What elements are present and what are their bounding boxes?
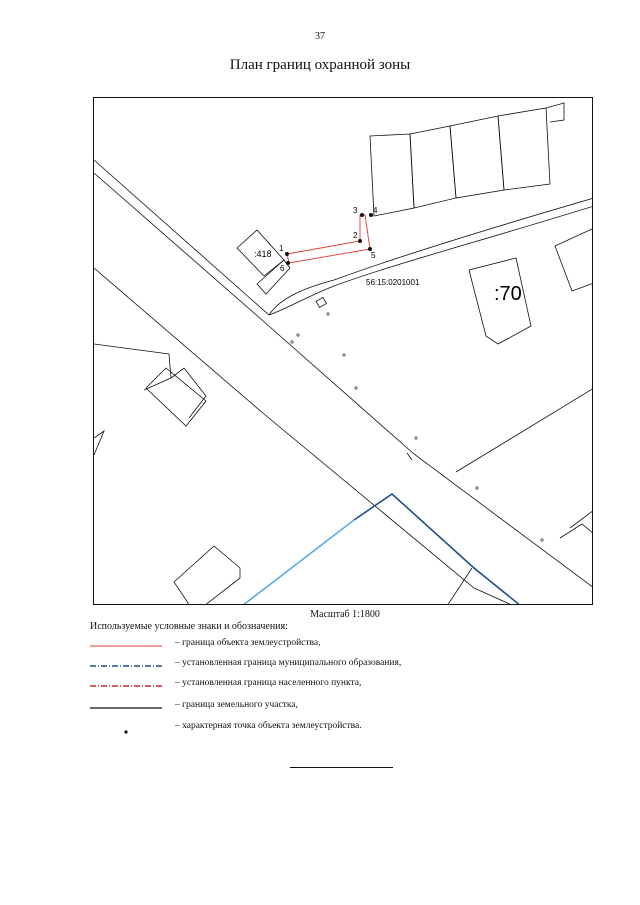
legend-text: – установленная граница муниципального о… — [175, 658, 402, 668]
small-structure — [315, 296, 328, 309]
building-top-5 — [545, 102, 565, 123]
scatter-point — [354, 386, 358, 390]
point-label-2: 2 — [353, 231, 358, 240]
legend-text: – граница объекта землеустройства, — [175, 638, 321, 648]
road-edge-lower — [94, 267, 511, 604]
legend-item: – граница объекта землеустройства, — [0, 636, 640, 652]
parcel-left-2 — [170, 367, 207, 419]
signature-line — [290, 767, 393, 768]
building-418-b — [256, 259, 291, 295]
point-label-3: 3 — [353, 206, 358, 215]
building-top-3 — [449, 115, 505, 199]
point-5 — [368, 247, 372, 251]
scatter-point — [540, 538, 544, 542]
point-4 — [369, 213, 373, 217]
point-label-5: 5 — [371, 251, 376, 260]
building-top-4 — [497, 107, 551, 191]
legend-blue-dash-dot-swatch — [90, 665, 162, 667]
page-title: План границ охранной зоны — [229, 57, 411, 73]
page-number: 37 — [315, 31, 325, 42]
point-3 — [360, 213, 364, 217]
label-parcel-70: :70 — [494, 283, 522, 305]
legend-text: – граница земельного участка, — [175, 700, 298, 710]
map-scale: Масштаб 1:1800 — [310, 609, 380, 620]
point-6 — [286, 261, 290, 265]
point-label-6: 6 — [280, 264, 285, 273]
scatter-point — [342, 353, 346, 357]
legend-point-swatch — [124, 730, 128, 734]
parcel-left-3 — [94, 429, 105, 456]
legend-title: Используемые условные знаки и обозначени… — [90, 621, 288, 632]
legend-red-dash-dot-swatch — [90, 685, 162, 687]
scatter-point — [296, 333, 300, 337]
road-tick — [406, 452, 413, 461]
parcel-bottom-right — [455, 388, 592, 473]
legend-item: – характерная точка объекта землеустройс… — [0, 719, 640, 735]
building-top-1 — [369, 133, 415, 217]
point-labels: 1 2 3 4 5 6 — [279, 206, 378, 273]
label-quarter: 56:15:0201001 — [366, 278, 420, 287]
scattered-points — [290, 312, 544, 542]
map-linework — [94, 102, 592, 604]
parcel-bottom-right-2 — [569, 511, 592, 529]
municipal-boundary-dark — [353, 492, 520, 604]
map-frame: :418 :70 56:15:0201001 1 2 3 4 5 6 — [93, 97, 593, 605]
road-edge-upper — [94, 159, 592, 316]
building-70 — [468, 257, 532, 345]
legend-text: – установленная граница населенного пунк… — [175, 678, 362, 688]
parcel-bottom-right-3 — [559, 523, 592, 539]
label-parcel-418: :418 — [254, 249, 272, 259]
parcel-left-1 — [94, 343, 172, 391]
object-boundary — [286, 214, 371, 264]
parcel-bottom-mid — [447, 567, 473, 604]
scatter-point — [290, 340, 294, 344]
legend-black-line-swatch — [90, 707, 162, 709]
road-center — [94, 172, 592, 588]
map-canvas: :418 :70 56:15:0201001 1 2 3 4 5 6 — [94, 102, 592, 604]
point-1 — [285, 252, 289, 256]
point-label-4: 4 — [373, 206, 378, 215]
legend-item: – граница земельного участка, — [0, 698, 640, 714]
point-2 — [358, 239, 362, 243]
building-left-1 — [145, 367, 207, 427]
building-bottom-left — [173, 545, 241, 604]
scatter-point — [326, 312, 330, 316]
legend-item: – установленная граница муниципального о… — [0, 656, 640, 672]
legend-red-line-swatch — [90, 645, 162, 647]
scatter-point — [475, 486, 479, 490]
legend-text: – характерная точка объекта землеустройс… — [175, 721, 362, 731]
building-top-2 — [409, 125, 457, 209]
municipal-boundary-light — [243, 519, 355, 604]
point-markers — [285, 213, 373, 265]
point-label-1: 1 — [279, 244, 284, 253]
scatter-point — [414, 436, 418, 440]
legend-item: – установленная граница населенного пунк… — [0, 676, 640, 692]
road-inner-upper — [268, 198, 592, 316]
building-right-1 — [554, 228, 592, 292]
